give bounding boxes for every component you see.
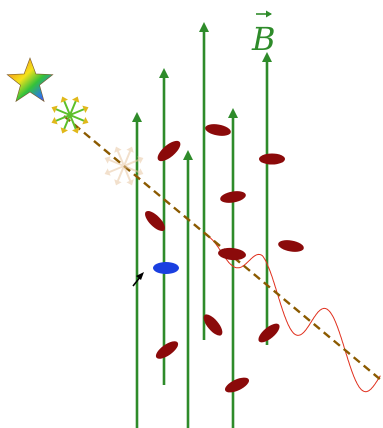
dust-grain xyxy=(224,377,250,393)
magnetic-field-lines xyxy=(132,22,272,428)
field-label-text: B xyxy=(251,20,276,58)
light-ray-arrowhead xyxy=(137,156,144,164)
unpolarized-light-icon xyxy=(51,96,89,134)
light-ray-arrowhead xyxy=(126,179,134,186)
light-ray-arrowhead xyxy=(104,168,111,176)
light-ray xyxy=(123,150,132,167)
light-ray xyxy=(108,158,125,167)
polarized-wave xyxy=(209,237,381,393)
field-line-arrowhead xyxy=(159,68,169,78)
light-ray xyxy=(69,100,77,116)
dust-grain xyxy=(220,191,246,203)
light-ray xyxy=(69,114,85,122)
dust-grain xyxy=(278,240,304,252)
light-ray-arrowhead xyxy=(60,96,68,103)
highlighted-grain xyxy=(153,262,179,274)
field-label: B xyxy=(251,10,276,58)
light-ray xyxy=(55,108,71,116)
rainbow-star-icon xyxy=(6,57,54,103)
dust-grains xyxy=(145,124,304,393)
light-ray-arrowhead xyxy=(114,146,122,153)
light-ray xyxy=(108,165,125,174)
dust-grain xyxy=(218,247,246,261)
light-ray xyxy=(116,150,125,167)
light-ray-arrowhead xyxy=(137,168,144,176)
field-line-arrowhead xyxy=(228,108,238,118)
light-ray xyxy=(69,114,77,130)
light-ray xyxy=(55,114,71,122)
light-ray-arrowhead xyxy=(60,127,68,134)
light-ray xyxy=(63,114,71,130)
light-ray-arrowhead xyxy=(72,127,80,134)
light-ray xyxy=(123,165,140,174)
dust-grain xyxy=(155,341,179,359)
light-ray-arrowhead xyxy=(72,96,80,103)
field-line-arrowhead xyxy=(132,112,142,122)
dust-grain xyxy=(259,153,285,165)
dust-grain xyxy=(145,211,165,231)
light-ray xyxy=(63,100,71,116)
field-line-arrowhead xyxy=(199,22,209,32)
dust-grain xyxy=(157,140,181,162)
field-line-arrowhead xyxy=(183,150,193,160)
light-ray xyxy=(69,108,85,116)
light-ray xyxy=(123,158,140,167)
light-ray xyxy=(116,165,125,182)
dust-grain xyxy=(258,323,280,343)
field-line-arrowhead xyxy=(262,52,272,62)
light-ray-arrowhead xyxy=(104,156,111,164)
arrow-icon xyxy=(132,272,144,287)
dust-grain xyxy=(203,314,223,336)
light-ray-arrowhead xyxy=(51,105,58,113)
dust-grain xyxy=(205,124,231,136)
scattered-light-icon xyxy=(104,146,144,186)
light-ray-arrowhead xyxy=(82,105,89,113)
light-ray-arrowhead xyxy=(51,117,58,125)
light-ray-arrowhead xyxy=(114,179,122,186)
light-ray xyxy=(123,165,132,182)
light-ray-arrowhead xyxy=(82,117,89,125)
line-of-sight xyxy=(63,115,382,381)
light-ray-arrowhead xyxy=(126,146,134,153)
